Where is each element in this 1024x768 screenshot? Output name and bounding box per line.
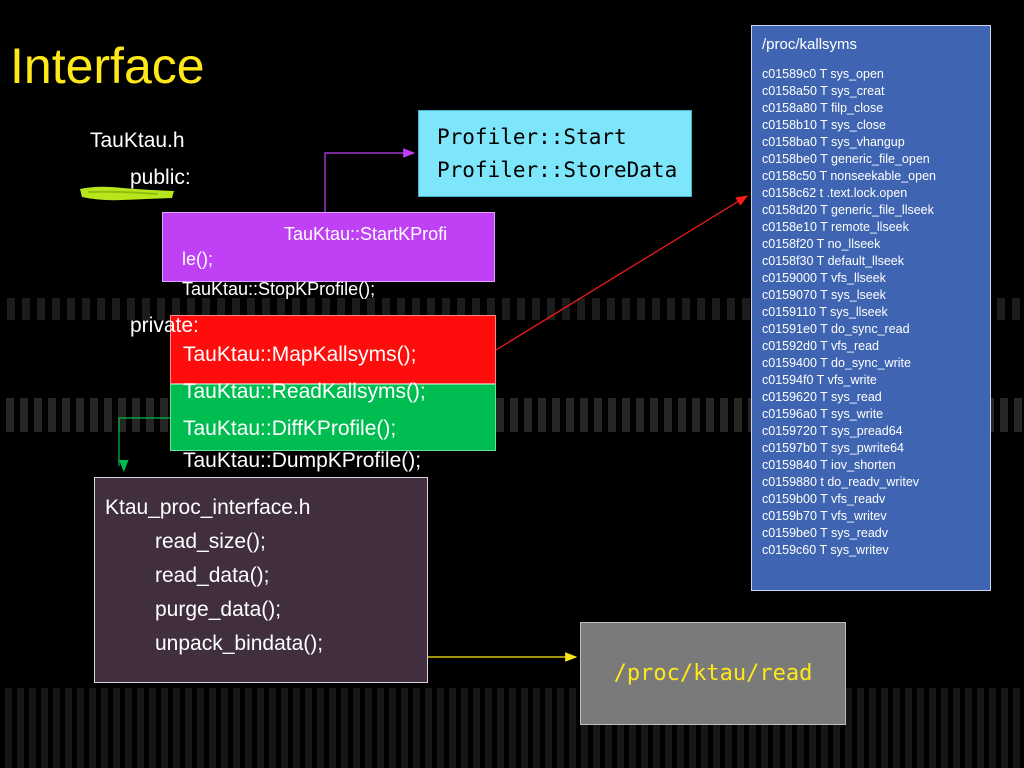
public-label: public:	[130, 166, 191, 189]
profiler-start-text: Profiler::Start	[437, 125, 627, 149]
map-kallsyms-box	[170, 315, 496, 384]
kallsyms-entry: c0159b70 T vfs_writev	[762, 509, 887, 523]
kallsyms-entry: c0158f30 T default_llseek	[762, 254, 905, 268]
kallsyms-entry: c01589c0 T sys_open	[762, 67, 884, 81]
kallsyms-entry: c0158c62 t .text.lock.open	[762, 186, 908, 200]
kallsyms-entry: c0158b10 T sys_close	[762, 118, 886, 132]
kallsyms-entry: c0159c60 T sys_writev	[762, 543, 889, 557]
ktau-proc-interface-box: Ktau_proc_interface.h read_size(); read_…	[94, 477, 428, 683]
proc-kallsyms-box: /proc/kallsyms c01589c0 T sys_open c0158a…	[751, 25, 991, 591]
kallsyms-entry: c0158d20 T generic_file_llseek	[762, 203, 934, 217]
kallsyms-entry: c0158f20 T no_llseek	[762, 237, 881, 251]
profiler-storedata-text: Profiler::StoreData	[437, 158, 678, 182]
stop-kprofile-text: TauKtau::StopKProfile();	[182, 279, 376, 299]
diff-kprofile-box	[170, 384, 496, 451]
kallsyms-entry: c0159b00 T vfs_readv	[762, 492, 886, 506]
kallsyms-entry: c01596a0 T sys_write	[762, 407, 884, 421]
background-stripe	[0, 688, 1024, 768]
kallsyms-entry: c0159400 T do_sync_write	[762, 356, 911, 370]
start-kprofile-text: TauKtau::StartKProfi	[284, 224, 448, 244]
read-kallsyms-text: TauKtau::ReadKallsyms();	[183, 380, 426, 403]
kallsyms-entry: c0158c50 T nonseekable_open	[762, 169, 936, 183]
kallsyms-entry: c0158a50 T sys_creat	[762, 84, 885, 98]
proc-ktau-read-box: /proc/ktau/read	[580, 622, 846, 725]
kallsyms-entry: c0159110 T sys_llseek	[762, 305, 888, 319]
tauktau-header-label: TauKtau.h	[90, 129, 185, 152]
highlighter-mark-icon	[80, 186, 174, 201]
kallsyms-entry: c0159070 T sys_lseek	[762, 288, 886, 302]
public-methods-box	[162, 212, 495, 282]
kallsyms-entry: c0159840 T iov_shorten	[762, 458, 896, 472]
kallsyms-entry: c01594f0 T vfs_write	[762, 373, 877, 387]
dump-kprofile-text: TauKtau::DumpKProfile();	[183, 449, 422, 472]
arrow-public-to-profiler	[324, 148, 416, 212]
private-label: private:	[130, 314, 199, 337]
kallsyms-entry: c0158be0 T generic_file_open	[762, 152, 930, 166]
ktau-interface-header: Ktau_proc_interface.h	[105, 496, 311, 519]
kallsyms-entry: c0159000 T vfs_llseek	[762, 271, 886, 285]
arrow-mapkallsyms-to-kallsyms	[495, 195, 749, 351]
map-kallsyms-text: TauKtau::MapKallsyms();	[183, 343, 417, 366]
arrow-private-to-ktau-interface	[118, 417, 170, 472]
kallsyms-entry: c01592d0 T vfs_read	[762, 339, 879, 353]
read-size-text: read_size();	[155, 530, 266, 553]
proc-kallsyms-title: /proc/kallsyms	[762, 36, 858, 53]
kallsyms-entry: c0159880 t do_readv_writev	[762, 475, 920, 489]
profiler-box: Profiler::Start Profiler::StoreData	[418, 110, 692, 197]
kallsyms-entry: c0159720 T sys_pread64	[762, 424, 903, 438]
kallsyms-entry: c0159620 T sys_read	[762, 390, 882, 404]
kallsyms-entry: c0159be0 T sys_readv	[762, 526, 889, 540]
diff-kprofile-text: TauKtau::DiffKProfile();	[183, 417, 397, 440]
slide-title: Interface	[10, 38, 205, 94]
kallsyms-entry: c0158a80 T filp_close	[762, 101, 884, 115]
unpack-bindata-text: unpack_bindata();	[155, 632, 324, 655]
read-data-text: read_data();	[155, 564, 270, 587]
start-kprofile-text-wrap: le();	[182, 249, 213, 269]
purge-data-text: purge_data();	[155, 598, 282, 621]
kallsyms-entry: c0158ba0 T sys_vhangup	[762, 135, 905, 149]
kallsyms-entry: c01591e0 T do_sync_read	[762, 322, 910, 336]
proc-ktau-read-text: /proc/ktau/read	[613, 661, 813, 686]
kallsyms-entry: c0158e10 T remote_llseek	[762, 220, 909, 234]
kallsyms-entry: c01597b0 T sys_pwrite64	[762, 441, 904, 455]
